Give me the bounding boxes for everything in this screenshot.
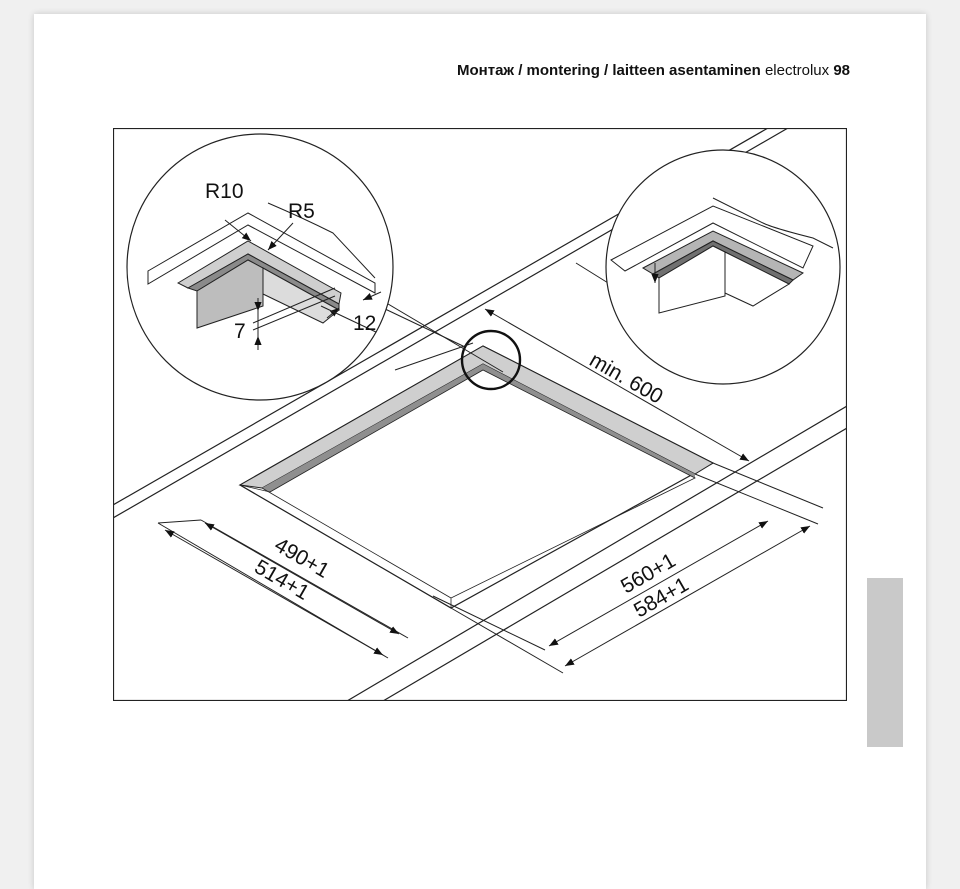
page-number: 98 bbox=[833, 62, 850, 79]
dimension-lines bbox=[157, 297, 824, 674]
page-side-tab bbox=[867, 578, 903, 747]
label-r5: R5 bbox=[288, 200, 315, 223]
label-ledge-depth: 7 bbox=[234, 320, 246, 343]
installation-figure: R10 R5 7 12 min. 600 490+1 514+1 560+1 5… bbox=[113, 128, 847, 701]
corner-radius-detail: R10 R5 7 12 bbox=[126, 133, 394, 401]
page-header: Монтаж / montering / laitteen asentamine… bbox=[34, 62, 850, 79]
brand-name: electrolux bbox=[764, 62, 830, 79]
seal-detail bbox=[605, 149, 841, 385]
section-title: Монтаж / montering / laitteen asentamine… bbox=[457, 62, 761, 79]
label-ledge-width: 12 bbox=[353, 312, 376, 335]
label-r10: R10 bbox=[205, 180, 244, 203]
cutout-diagram: R10 R5 7 12 min. 600 490+1 514+1 560+1 5… bbox=[113, 128, 847, 701]
